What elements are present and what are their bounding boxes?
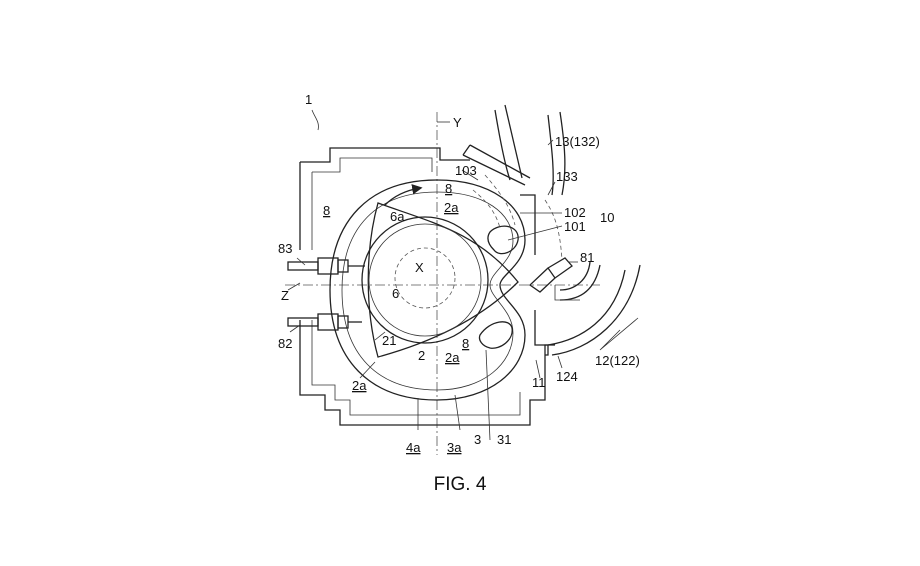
spark-plug-81	[528, 257, 573, 293]
label-11: 11	[532, 375, 546, 390]
label-13-132: 13(132)	[555, 134, 600, 149]
label-83: 83	[278, 241, 292, 256]
label-y: Y	[453, 115, 462, 130]
label-8-top: 8	[445, 181, 452, 196]
label-31: 31	[497, 432, 511, 447]
label-2a-left: 2a	[352, 378, 367, 393]
rotor-housing-outer	[329, 179, 526, 401]
label-102: 102	[564, 205, 586, 220]
label-103: 103	[455, 163, 477, 178]
internal-gear-inner	[368, 223, 482, 337]
label-82: 82	[278, 336, 292, 351]
label-2: 2	[418, 348, 425, 363]
label-10: 10	[600, 210, 614, 225]
internal-gear-outer	[361, 216, 489, 344]
label-21: 21	[382, 333, 396, 348]
intake-pipe-13	[462, 144, 531, 186]
port-31	[478, 321, 513, 349]
label-12-122: 12(122)	[595, 353, 640, 368]
exhaust-pipes	[547, 261, 641, 356]
label-3: 3	[474, 432, 481, 447]
label-133: 133	[556, 169, 578, 184]
label-101: 101	[564, 219, 586, 234]
label-8-left: 8	[323, 203, 330, 218]
exhaust-bracket	[554, 285, 580, 301]
label-2a-top: 2a	[444, 200, 459, 215]
label-8-mid: 8	[462, 336, 469, 351]
figure-caption: FIG. 4	[433, 474, 487, 495]
passage-dashes	[472, 174, 563, 261]
housing-inner	[311, 157, 521, 416]
rotor-housing-inner	[341, 191, 514, 391]
label-4a: 4a	[406, 440, 421, 455]
label-x: X	[415, 260, 424, 275]
label-6: 6	[392, 286, 399, 301]
label-3a: 3a	[447, 440, 462, 455]
eccentric-shaft	[394, 247, 456, 309]
spark-plug-82	[287, 313, 362, 331]
intake-manifold-lines	[494, 104, 566, 196]
label-81: 81	[580, 250, 594, 265]
housing-outer	[299, 147, 555, 426]
label-2a-mid: 2a	[445, 350, 460, 365]
spark-plug-83	[287, 257, 365, 275]
leader-lines	[287, 109, 639, 441]
port-101	[487, 225, 519, 255]
label-z: Z	[281, 288, 289, 303]
rotation-arrow	[384, 184, 423, 206]
label-124: 124	[556, 369, 578, 384]
label-1: 1	[305, 92, 312, 107]
label-6a: 6a	[390, 209, 405, 224]
